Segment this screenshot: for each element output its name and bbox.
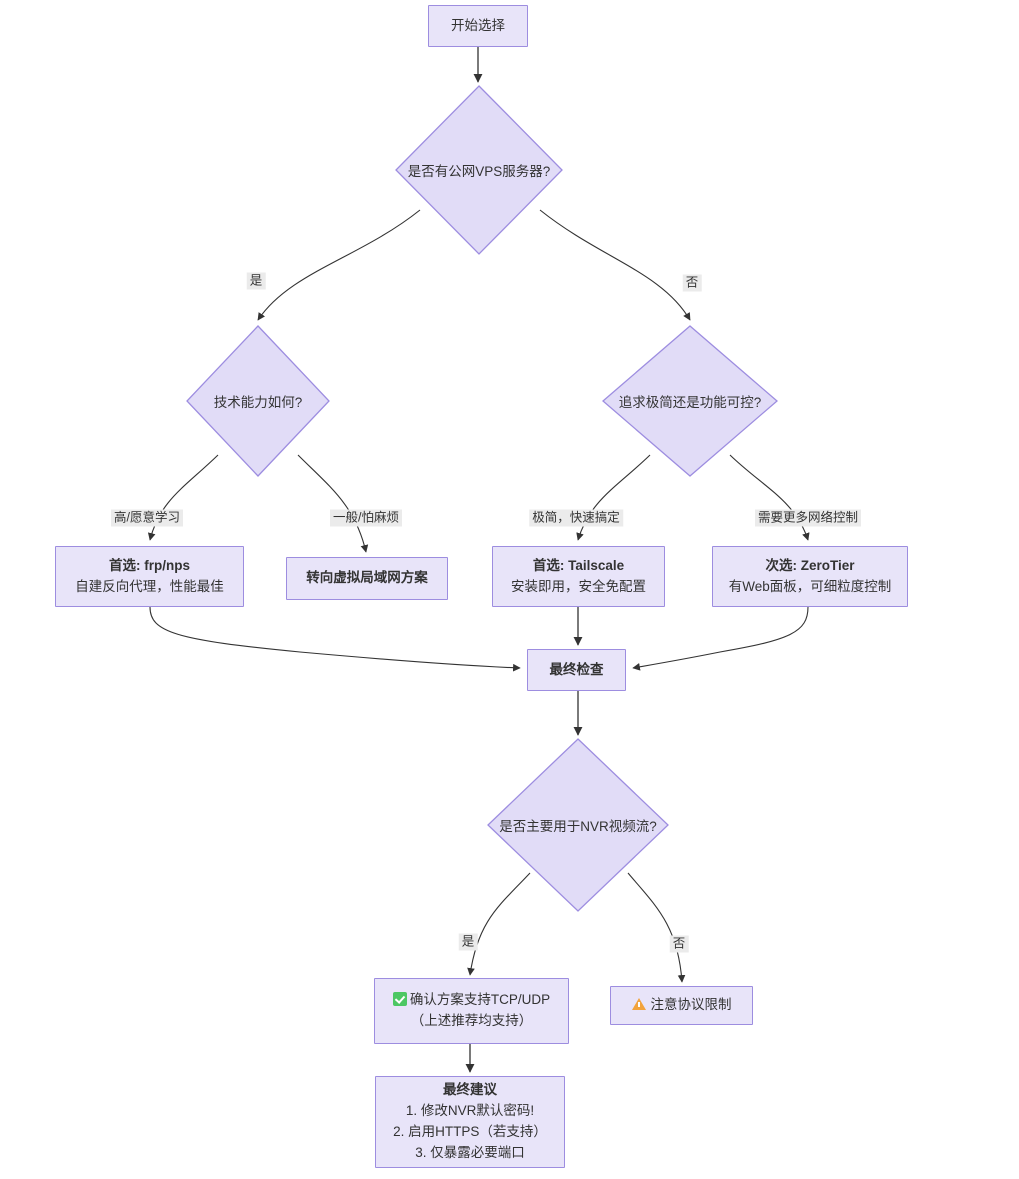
node-final-advice-item-2: 2. 启用HTTPS（若支持） <box>393 1124 547 1139</box>
edge-zerotier-to-final-check <box>632 606 809 671</box>
node-vlan-title: 转向虚拟局域网方案 <box>306 570 428 586</box>
node-final-check-label: 最终检查 <box>549 661 604 677</box>
node-vps-decision[interactable]: 是否有公网VPS服务器? <box>395 85 563 255</box>
diamond-shape <box>186 325 330 477</box>
edge-frp-to-final-check <box>149 606 521 672</box>
edge-label-vps-no: 否 <box>682 274 702 292</box>
node-final-advice-item-3: 3. 仅暴露必要端口 <box>415 1144 525 1160</box>
node-frp[interactable]: 首选: frp/nps 自建反向代理，性能最佳 <box>55 546 244 607</box>
edge-label-skill-low: 一般/怕麻烦 <box>330 509 402 527</box>
node-protocol-warning-label: 注意协议限制 <box>650 997 732 1013</box>
node-zerotier[interactable]: 次选: ZeroTier 有Web面板，可细粒度控制 <box>712 546 908 607</box>
node-zerotier-subtitle: 有Web面板，可细粒度控制 <box>728 578 892 594</box>
node-tcpudp-line1: 确认方案支持TCP/UDP <box>409 992 551 1008</box>
node-tailscale-subtitle: 安装即用，安全免配置 <box>511 578 646 594</box>
node-final-check[interactable]: 最终检查 <box>527 649 626 691</box>
node-frp-title: 首选: frp/nps <box>109 557 190 573</box>
node-simple-label: 追求极简还是功能可控? <box>618 395 762 410</box>
node-start-label: 开始选择 <box>451 17 505 33</box>
node-skill-decision[interactable]: 技术能力如何? <box>186 325 330 477</box>
node-start[interactable]: 开始选择 <box>428 5 528 47</box>
node-nvr-decision[interactable]: 是否主要用于NVR视频流? <box>487 738 669 912</box>
node-tcpudp-confirm[interactable]: 确认方案支持TCP/UDP （上述推荐均支持） <box>374 978 569 1044</box>
edge-label-nvr-no: 否 <box>669 935 689 953</box>
warning-icon <box>631 998 646 1011</box>
edge-label-skill-high: 高/愿意学习 <box>111 509 183 527</box>
diamond-shape <box>395 85 563 255</box>
node-final-advice-item-1: 1. 修改NVR默认密码! <box>405 1103 535 1119</box>
node-vps-label: 是否有公网VPS服务器? <box>407 164 551 179</box>
node-protocol-warning-wrap: 注意协议限制 <box>631 995 732 1016</box>
edge-label-simple-control: 需要更多网络控制 <box>754 509 862 527</box>
node-nvr-label: 是否主要用于NVR视频流? <box>499 819 657 834</box>
node-final-advice[interactable]: 最终建议 1. 修改NVR默认密码! 2. 启用HTTPS（若支持） 3. 仅暴… <box>375 1076 565 1168</box>
node-tcpudp-line1-wrap: 确认方案支持TCP/UDP <box>392 990 551 1011</box>
node-final-advice-title: 最终建议 <box>443 1082 497 1098</box>
node-frp-subtitle: 自建反向代理，性能最佳 <box>75 578 224 594</box>
edge-label-nvr-yes: 是 <box>458 933 478 951</box>
edge-label-vps-yes: 是 <box>246 272 266 290</box>
node-tailscale-title: 首选: Tailscale <box>532 557 625 573</box>
node-protocol-warning[interactable]: 注意协议限制 <box>610 986 753 1025</box>
node-vlan[interactable]: 转向虚拟局域网方案 <box>286 557 448 600</box>
node-simple-decision[interactable]: 追求极简还是功能可控? <box>602 325 778 477</box>
edge-label-simple-minimal: 极简，快速搞定 <box>529 509 623 527</box>
diamond-shape <box>487 738 669 912</box>
node-tailscale[interactable]: 首选: Tailscale 安装即用，安全免配置 <box>492 546 665 607</box>
node-zerotier-title: 次选: ZeroTier <box>765 557 855 573</box>
node-tcpudp-line2: （上述推荐均支持） <box>410 1013 533 1028</box>
diamond-shape <box>602 325 778 477</box>
node-skill-label: 技术能力如何? <box>213 395 303 410</box>
check-icon <box>392 992 407 1007</box>
